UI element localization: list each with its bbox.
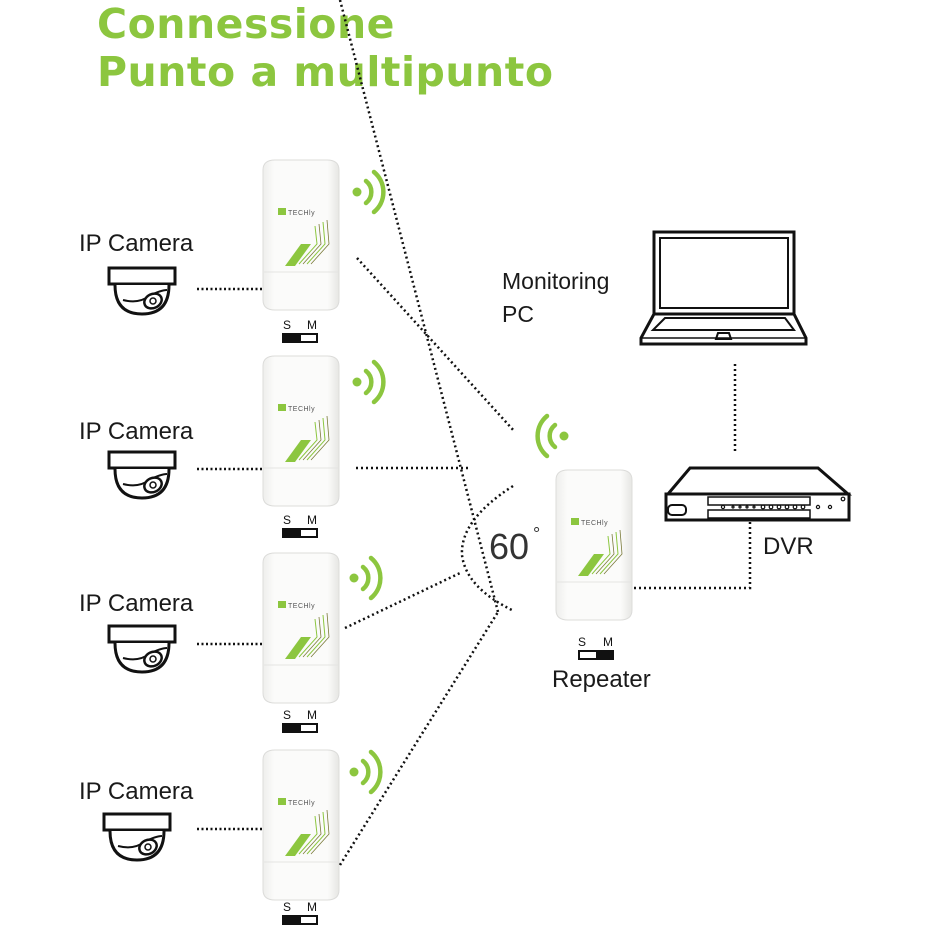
switch-label-m: M bbox=[307, 513, 317, 527]
switch-label-m: M bbox=[307, 900, 317, 914]
station-4: S M bbox=[102, 749, 381, 925]
angle-value: 60 bbox=[489, 526, 530, 567]
mode-switch-knob bbox=[580, 652, 596, 658]
camera-label-4: IP Camera bbox=[79, 778, 194, 805]
wireless-links bbox=[338, 0, 516, 630]
switch-label-s: S bbox=[283, 318, 291, 332]
wireless-link-4 bbox=[338, 0, 500, 613]
mode-switch-knob bbox=[301, 335, 316, 341]
access-point-device-3 bbox=[262, 552, 340, 704]
repeater: S M bbox=[538, 416, 633, 660]
wifi-signal-icon bbox=[350, 558, 381, 598]
switch-label-m: M bbox=[307, 708, 317, 722]
switch-label-s: S bbox=[578, 635, 586, 649]
station-1: S M bbox=[107, 159, 384, 343]
camera-label-3: IP Camera bbox=[79, 590, 194, 617]
wifi-signal-icon bbox=[350, 752, 381, 792]
repeater-wifi-icon bbox=[538, 416, 569, 456]
camera-label-1: IP Camera bbox=[79, 230, 194, 257]
laptop-icon bbox=[639, 230, 808, 346]
dome-camera-icon bbox=[107, 450, 177, 500]
switch-label-s: S bbox=[283, 708, 291, 722]
monitoring-pc-label-line1: Monitoring bbox=[502, 268, 610, 294]
wifi-signal-icon bbox=[353, 362, 384, 402]
dome-camera-icon bbox=[102, 812, 172, 862]
access-point-device-2 bbox=[262, 355, 340, 507]
switch-label-s: S bbox=[283, 513, 291, 527]
wireless-link-1 bbox=[356, 257, 516, 433]
access-point-device-1 bbox=[262, 159, 340, 311]
switch-label-s: S bbox=[283, 900, 291, 914]
angle-arc bbox=[460, 484, 515, 613]
mode-switch-knob bbox=[301, 725, 316, 731]
repeater-label: Repeater bbox=[552, 666, 651, 693]
angle-label: 60° bbox=[489, 525, 540, 567]
dome-camera-icon bbox=[107, 266, 177, 316]
wifi-signal-icon bbox=[353, 172, 384, 212]
repeater-dvr-link bbox=[634, 520, 752, 590]
diagram-title-line1: Connessione bbox=[97, 0, 395, 48]
dvr-label: DVR bbox=[763, 533, 814, 560]
switch-label-m: M bbox=[307, 318, 317, 332]
wireless-link-4b bbox=[338, 611, 500, 866]
angle-unit: ° bbox=[533, 524, 541, 544]
monitoring-pc-label-line2: PC bbox=[502, 301, 534, 327]
switch-label-m: M bbox=[603, 635, 613, 649]
mode-switch bbox=[282, 333, 318, 343]
dvr-recorder-icon bbox=[664, 466, 853, 522]
dome-camera-icon bbox=[107, 624, 177, 674]
station-2: S M bbox=[107, 355, 384, 538]
camera-label-2: IP Camera bbox=[79, 418, 194, 445]
wireless-link-3 bbox=[344, 571, 461, 630]
mode-switch-knob bbox=[301, 917, 316, 923]
station-3: S M bbox=[107, 552, 381, 733]
repeater-device bbox=[555, 469, 633, 621]
diagram-title-line2: Punto a multipunto bbox=[97, 48, 554, 96]
access-point-device-4 bbox=[262, 749, 340, 901]
mode-switch bbox=[282, 528, 318, 538]
mode-switch-knob bbox=[301, 530, 316, 536]
mode-switch bbox=[282, 723, 318, 733]
mode-switch bbox=[282, 915, 318, 925]
